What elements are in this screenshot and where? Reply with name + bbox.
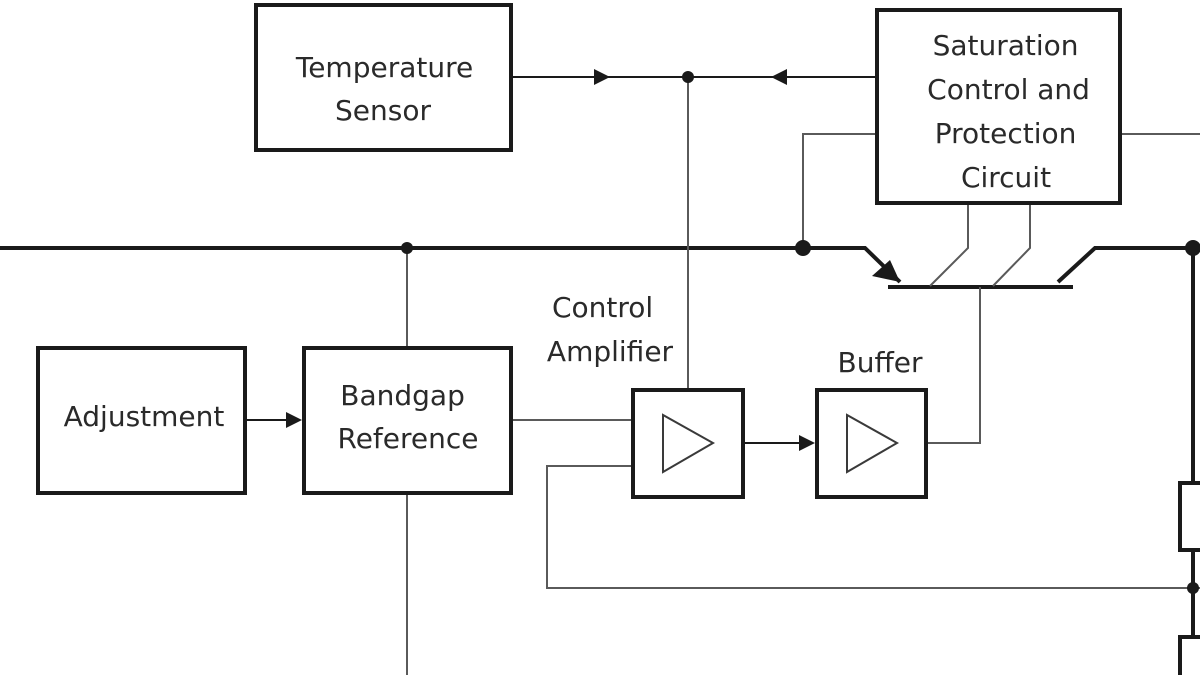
buffer-triangle-icon — [846, 413, 900, 474]
junction-top — [682, 71, 694, 83]
arrowhead-adjustment-to-bandgap — [286, 412, 302, 428]
bandgap-label-line-1: Bandgap — [340, 379, 465, 412]
right-edge-box-lower — [1178, 635, 1200, 675]
temperature-sensor-label-line-2: Sensor — [335, 94, 431, 127]
buffer-block — [815, 388, 928, 499]
wire-sense-2 — [992, 205, 1031, 287]
wire-buffer-to-base — [926, 287, 981, 444]
arrowhead-temp-to-junction — [594, 69, 610, 85]
temperature-sensor-label-line-1: Temperature — [295, 51, 473, 84]
arrowhead-amplifier-to-buffer — [799, 435, 815, 451]
junction-feedback-right — [1187, 582, 1199, 594]
bandgap-label-line-2: Reference — [338, 422, 479, 455]
control-amplifier-block — [631, 388, 745, 499]
wire-saturation-to-bus — [802, 133, 877, 248]
buffer-label: Buffer — [838, 346, 923, 379]
right-edge-box-upper — [1178, 481, 1200, 552]
junction-bus-right — [1185, 240, 1200, 256]
main-bus-left — [0, 246, 902, 284]
arrows — [286, 69, 900, 451]
svg-text:Adjustment: Adjustment — [64, 400, 225, 433]
arrowhead-saturation-to-junction — [771, 69, 787, 85]
control-amplifier-triangle-icon — [662, 413, 716, 474]
adjustment-block: Adjustment — [36, 346, 247, 495]
saturation-label-line-4: Circuit — [961, 161, 1051, 194]
junction-bus-bandgap — [401, 242, 413, 254]
saturation-label-line-3: Protection — [935, 117, 1077, 150]
adjustment-label: Adjustment — [64, 400, 225, 433]
svg-text:Bandgap Reference: Bandgap Reference — [338, 379, 479, 455]
temperature-sensor-block: Temperature Sensor — [254, 3, 513, 152]
junction-bus-saturation — [795, 240, 811, 256]
svg-text:Temperature Sensor: Temperature Sensor — [295, 51, 482, 127]
wire-feedback — [546, 465, 1200, 589]
control-amplifier-label-line-1: Control — [552, 291, 653, 324]
control-amplifier-label: Control Amplifier — [547, 291, 674, 368]
svg-text:Saturation Control and: Saturation Control and Protection Circui… — [927, 29, 1099, 194]
arrowhead-transistor — [872, 260, 900, 282]
bandgap-reference-block: Bandgap Reference — [302, 346, 513, 495]
saturation-control-block: Saturation Control and Protection Circui… — [875, 8, 1122, 205]
buffer-label-text: Buffer — [838, 346, 923, 379]
junctions — [401, 71, 1200, 594]
saturation-label-line-1: Saturation — [933, 29, 1079, 62]
wire-sense-1 — [929, 205, 969, 287]
main-bus-right — [1056, 246, 1200, 284]
saturation-label-line-2: Control and — [927, 73, 1090, 106]
control-amplifier-label-line-2: Amplifier — [547, 335, 674, 368]
